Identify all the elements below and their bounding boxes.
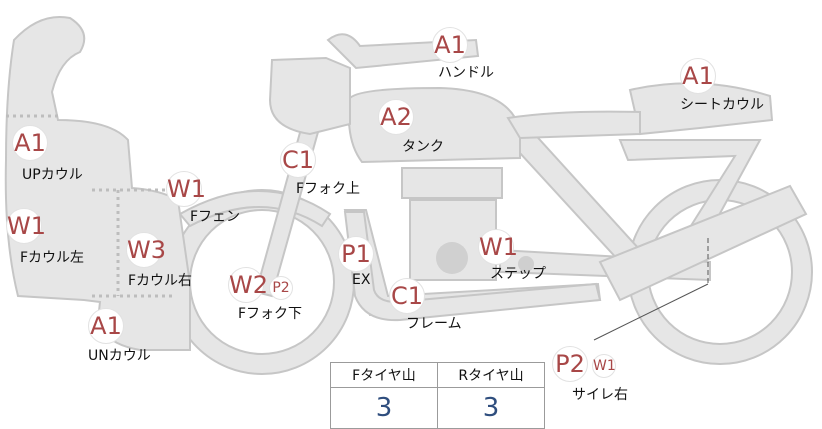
f-fender-code: W1 [166,171,206,207]
tread-value-row: 3 3 [330,387,545,429]
frame-code: C1 [389,278,425,314]
ex-label: EX [352,272,371,288]
tire-tread-table: Fタイヤ山 Rタイヤ山 3 3 [330,362,545,429]
step-code: W1 [478,229,518,265]
muffler [598,184,808,302]
f-cowl-right-code: W3 [126,232,166,268]
muffler-right-subcode: W1 [592,354,616,378]
engine-cover [436,242,468,274]
f-cowl-right-label: Fカウル右 [128,273,193,289]
f-cowl-left-label: Fカウル左 [20,250,85,266]
tread-header-row: Fタイヤ山 Rタイヤ山 [330,362,545,388]
tank-code: A2 [378,99,414,135]
rear-tire-header: Rタイヤ山 [437,362,545,388]
front-tire-header: Fタイヤ山 [330,362,438,388]
f-fender-label: Fフェン [190,209,241,225]
frame-label: フレーム [406,316,462,332]
seat-cowl-code: A1 [680,58,716,94]
seat [506,110,641,140]
tank-label: タンク [402,139,444,155]
f-fork-upper-label: Fフォク上 [296,181,361,197]
up-cowl-code: A1 [12,125,48,161]
exhaust-pipe [343,211,602,322]
muffler-right-label: サイレ右 [572,387,628,403]
leader-line-muffler [593,283,709,341]
rear-tire-value: 3 [437,387,545,429]
muffler-right-code: P2 [552,346,588,382]
f-fork-lower-subcode: P2 [269,276,293,300]
f-fork-upper-code: C1 [280,142,316,178]
ex-code: P1 [338,236,374,272]
un-cowl-label: UNカウル [88,348,151,364]
step-peg [518,256,534,272]
seat-cowl-label: シートカウル [680,97,764,113]
up-cowl-label: UPカウル [22,167,83,183]
f-fork-lower-label: Fフォク下 [238,306,303,322]
seat-cowl-shape [628,82,774,136]
handle-label: ハンドル [438,65,494,81]
f-cowl-left-code: W1 [6,208,46,244]
f-fork-lower-code: W2 [228,267,268,303]
un-cowl-code: A1 [88,308,124,344]
handle-code: A1 [432,27,468,63]
front-tire-value: 3 [330,387,438,429]
step-label: ステップ [490,266,546,282]
headlight-cowl [268,56,351,136]
engine-head [401,167,503,199]
